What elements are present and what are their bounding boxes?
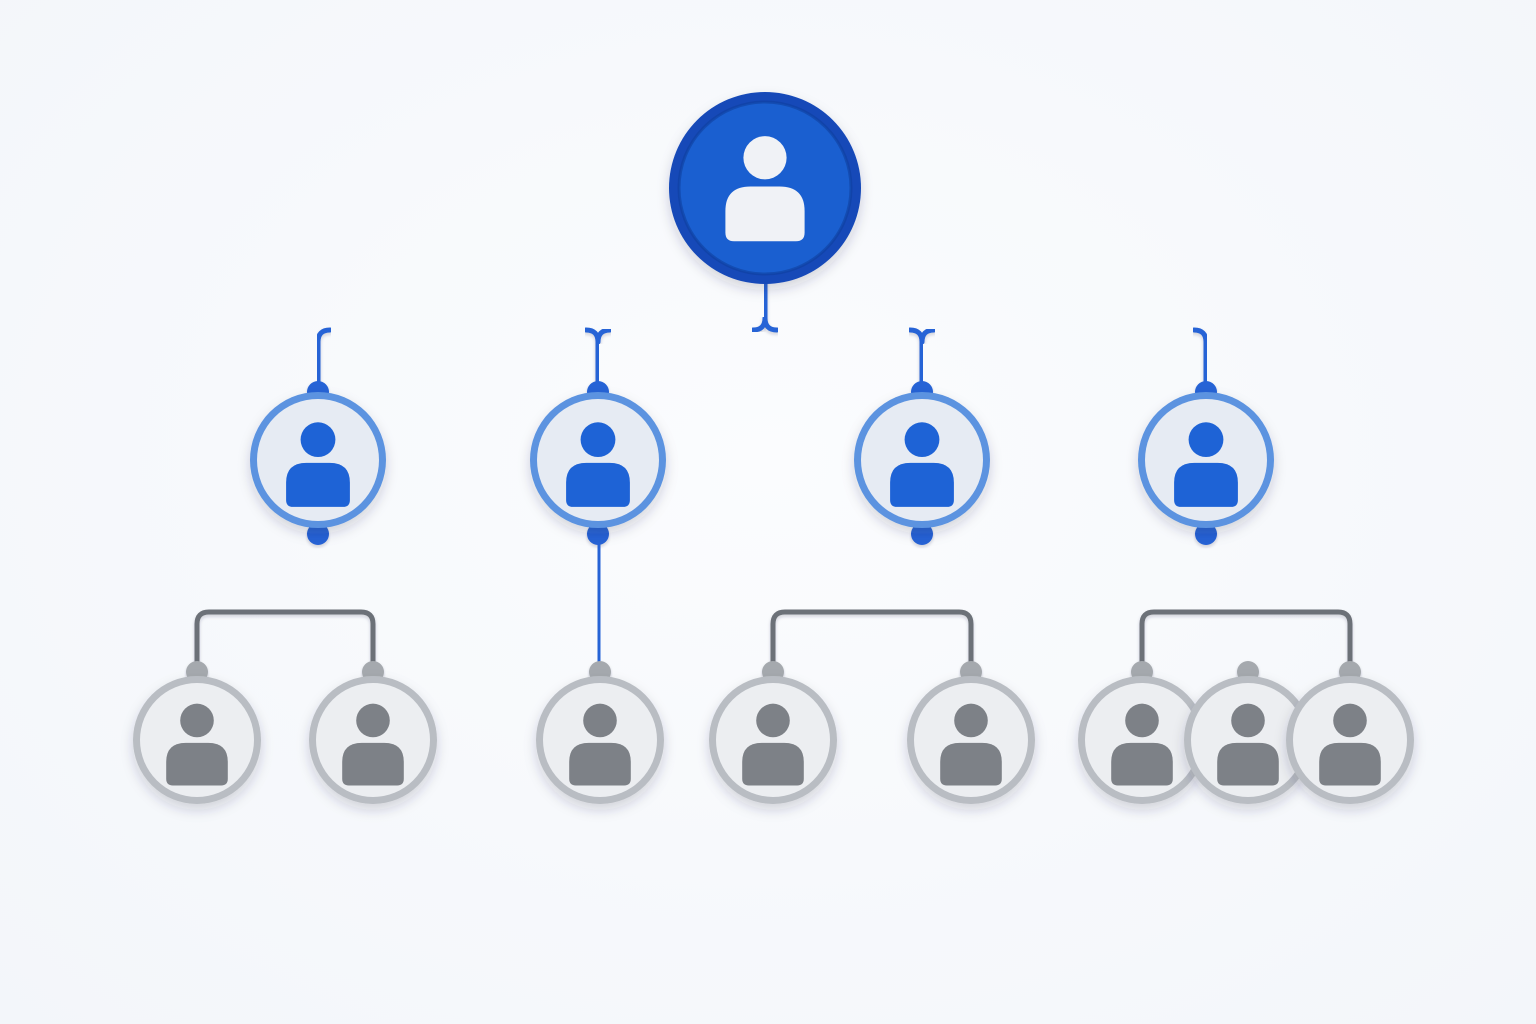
person-icon xyxy=(1174,422,1238,507)
person-body xyxy=(1111,742,1173,786)
person-head xyxy=(743,136,787,180)
manager-drop-line xyxy=(919,327,937,345)
person-body xyxy=(286,462,350,507)
root-inner-ring xyxy=(677,100,853,276)
person-icon xyxy=(1111,703,1173,786)
person-icon xyxy=(1217,703,1279,786)
person-body xyxy=(342,742,404,786)
staff-node xyxy=(536,676,664,804)
person-icon xyxy=(742,703,804,786)
person-head xyxy=(756,703,790,738)
staff-bus-line xyxy=(194,609,376,671)
person-body xyxy=(569,742,631,786)
person-head xyxy=(1231,703,1265,738)
person-icon xyxy=(286,422,350,507)
staff-drop-line xyxy=(595,531,603,669)
manager-drop-line xyxy=(315,327,333,395)
person-head xyxy=(1188,422,1224,458)
person-body xyxy=(166,742,228,786)
person-head xyxy=(1125,703,1159,738)
manager-node xyxy=(854,392,990,528)
person-body xyxy=(1174,462,1238,507)
staff-node xyxy=(309,676,437,804)
manager-drop-line xyxy=(1191,327,1209,395)
person-body xyxy=(890,462,954,507)
person-icon xyxy=(342,703,404,786)
manager-node xyxy=(250,392,386,528)
staff-node xyxy=(1184,676,1312,804)
staff-node xyxy=(907,676,1035,804)
person-head xyxy=(583,703,617,738)
person-icon xyxy=(566,422,630,507)
person-icon xyxy=(890,422,954,507)
person-body xyxy=(725,186,805,242)
person-body xyxy=(742,742,804,786)
person-body xyxy=(566,462,630,507)
staff-node xyxy=(709,676,837,804)
person-body xyxy=(940,742,1002,786)
staff-node xyxy=(133,676,261,804)
person-head xyxy=(300,422,336,458)
person-body xyxy=(1217,742,1279,786)
person-icon xyxy=(940,703,1002,786)
staff-bus-line xyxy=(770,609,974,671)
person-icon xyxy=(1319,703,1381,786)
staff-node xyxy=(1286,676,1414,804)
staff-node xyxy=(1078,676,1206,804)
person-head xyxy=(904,422,940,458)
manager-node xyxy=(1138,392,1274,528)
manager-node xyxy=(530,392,666,528)
person-head xyxy=(580,422,616,458)
person-icon xyxy=(569,703,631,786)
person-head xyxy=(954,703,988,738)
person-head xyxy=(1333,703,1367,738)
person-icon xyxy=(166,703,228,786)
person-icon xyxy=(725,136,805,242)
root-node xyxy=(669,92,861,284)
nodes xyxy=(133,92,1414,804)
person-body xyxy=(1319,742,1381,786)
person-head xyxy=(180,703,214,738)
person-head xyxy=(356,703,390,738)
manager-drop-line xyxy=(595,327,613,345)
